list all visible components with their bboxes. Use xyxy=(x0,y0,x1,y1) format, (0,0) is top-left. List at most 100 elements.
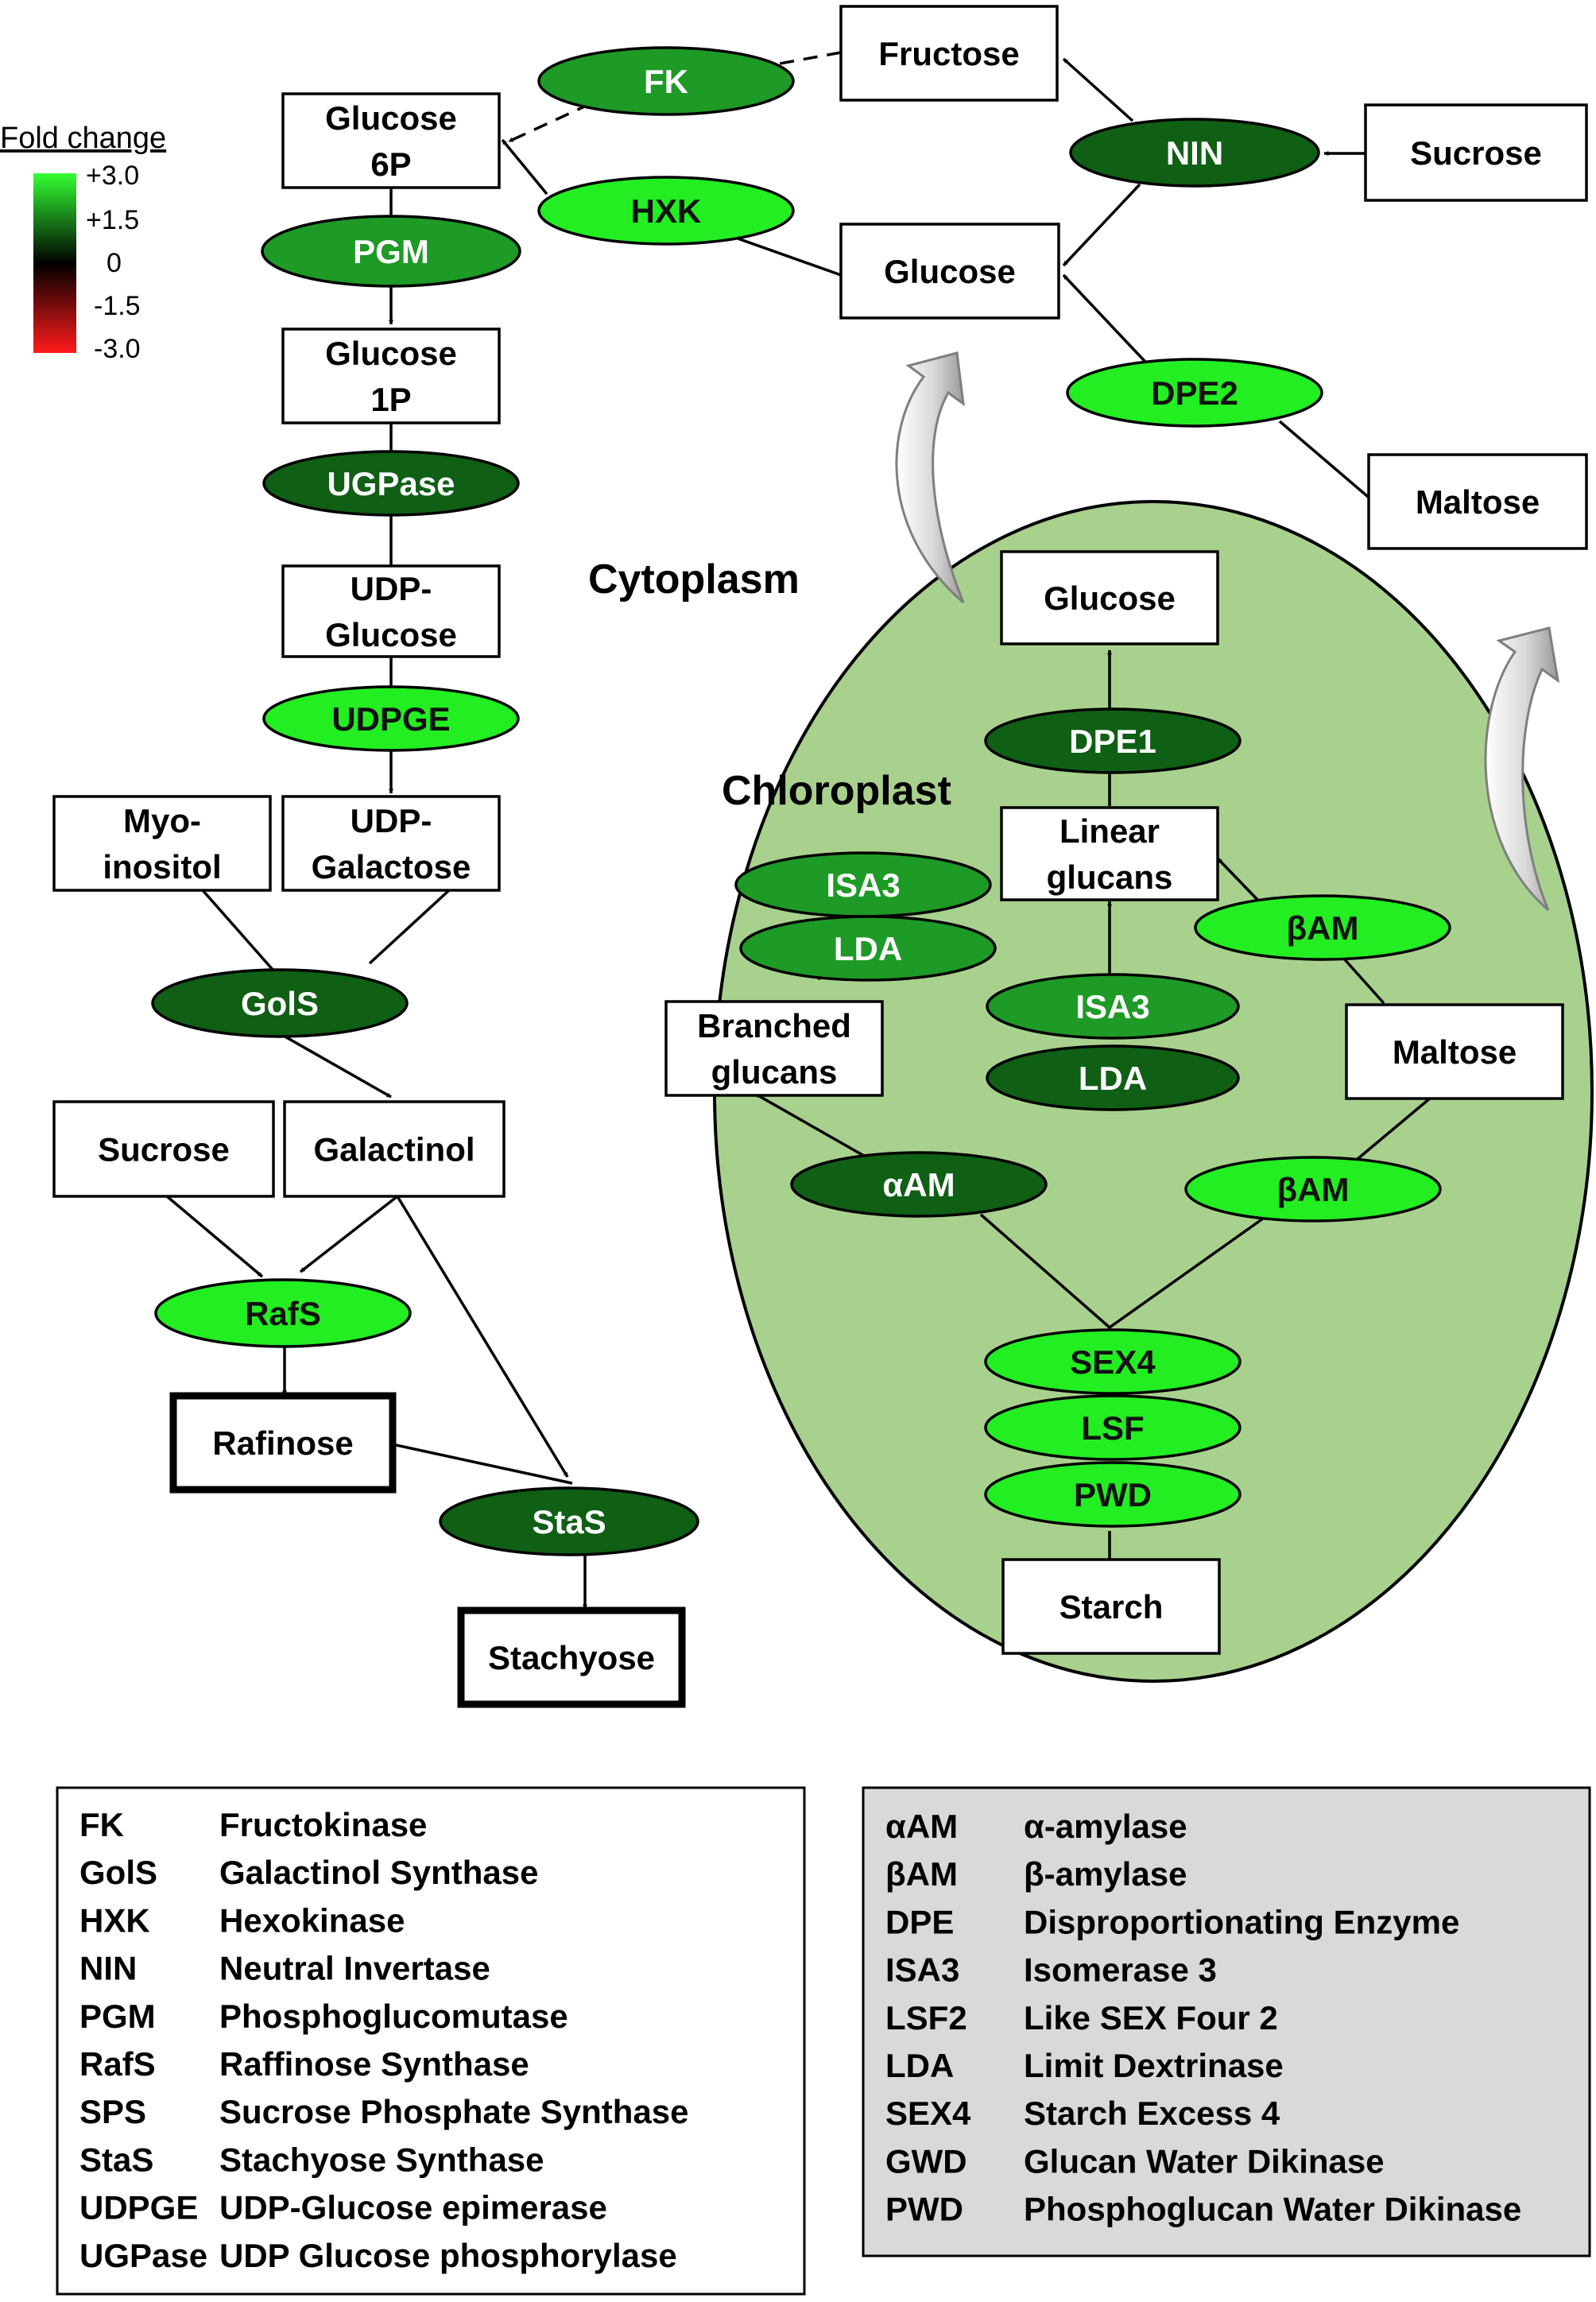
metabolite-label: Glucose xyxy=(325,335,457,372)
enzyme-label: ISA3 xyxy=(1075,988,1149,1025)
enzyme-pwd: PWD xyxy=(984,1461,1242,1528)
metabolite-udp-glucose: UDP-Glucose xyxy=(281,564,501,658)
enzyme-label: UDPGE xyxy=(331,700,450,738)
legend-row: UGPase UDP Glucose phosphorylase xyxy=(79,2237,677,2274)
metabolite-label: Glucose xyxy=(884,253,1016,290)
metabolite-label: Rafinose xyxy=(212,1424,353,1462)
metabolite-maltose-top: Maltose xyxy=(1367,453,1588,550)
metabolite-label: Starch xyxy=(1059,1588,1164,1626)
legend-row: αAM α-amylase xyxy=(885,1808,1187,1845)
legend-abbreviation: LSF2 xyxy=(885,1999,967,2037)
legend-abbreviation: GWD xyxy=(885,2142,967,2180)
enzyme-label: UGPase xyxy=(327,465,455,502)
enzyme-lda-left: LDA xyxy=(739,915,997,982)
enzyme-stas: StaS xyxy=(439,1486,699,1556)
legend-full-name: Stachyose Synthase xyxy=(219,2141,544,2178)
enzyme-rafs: RafS xyxy=(154,1278,412,1348)
metabolite-label: 1P xyxy=(370,381,411,418)
scale-tick: -1.5 xyxy=(94,291,141,321)
metabolite-label: Maltose xyxy=(1416,483,1540,521)
legend-full-name: β-amylase xyxy=(1024,1855,1187,1893)
metabolite-label: 6P xyxy=(370,145,411,183)
legend-full-name: Glucan Water Dikinase xyxy=(1024,2142,1385,2180)
enzyme-label: βAM xyxy=(1287,909,1359,947)
metabolite-sucrose-left: Sucrose xyxy=(52,1100,275,1198)
metabolite-glucose-top: Glucose xyxy=(839,223,1060,320)
enzyme-fk: FK xyxy=(537,46,795,116)
metabolite-branched-glucans: Branched glucans xyxy=(664,1000,884,1097)
enzyme-nodes: FKHXKNINDPE2PGMUGPaseUDPGEGolSRafSStaSDP… xyxy=(151,46,1451,1556)
metabolite-sucrose-top: Sucrose xyxy=(1364,103,1588,202)
legend-abbreviation: FK xyxy=(79,1806,124,1843)
legend-abbreviation: SEX4 xyxy=(885,2095,971,2132)
metabolite-label: Linear xyxy=(1059,812,1160,850)
enzyme-label: DPE1 xyxy=(1069,723,1156,760)
export-arrow-glucose xyxy=(895,351,965,604)
legend-abbreviation: UGPase xyxy=(79,2237,207,2274)
metabolite-label: Galactose xyxy=(312,848,471,886)
legend-full-name: α-amylase xyxy=(1024,1808,1187,1845)
enzyme-label: SEX4 xyxy=(1070,1343,1156,1381)
enzyme-bam-top: βAM xyxy=(1194,894,1451,961)
legend-abbreviation: SPS xyxy=(79,2093,146,2130)
enzyme-label: αAM xyxy=(882,1166,955,1203)
enzyme-ugpase: UGPase xyxy=(262,450,520,517)
scale-tick: +1.5 xyxy=(86,205,139,235)
metabolite-myo-inositol: Myo-inositol xyxy=(52,795,272,892)
enzyme-isa3-center: ISA3 xyxy=(986,973,1240,1040)
enzyme-dpe1: DPE1 xyxy=(984,707,1242,774)
legend-full-name: Disproportionating Enzyme xyxy=(1024,1903,1459,1940)
metabolite-label: Glucose xyxy=(1044,579,1176,617)
enzyme-pgm: PGM xyxy=(261,215,521,288)
legend-full-name: Limit Dextrinase xyxy=(1024,2047,1284,2084)
legend-full-name: UDP Glucose phosphorylase xyxy=(219,2237,677,2274)
metabolite-glucose1p: Glucose 1P xyxy=(281,327,501,424)
metabolite-label: Sucrose xyxy=(1410,134,1542,172)
cytoplasm-label: Cytoplasm xyxy=(588,556,800,603)
enzyme-label: StaS xyxy=(532,1503,606,1540)
metabolite-boxes: FructoseSucroseGlucoseMaltoseGlucose6PGl… xyxy=(52,5,1588,1708)
metabolite-label: UDP- xyxy=(351,802,432,839)
legend-box-right xyxy=(862,1786,1591,2257)
legend-full-name: UDP-Glucose epimerase xyxy=(219,2189,607,2226)
metabolite-label: Myo- xyxy=(123,802,201,839)
legend-abbreviation: αAM xyxy=(885,1808,958,1845)
fold-change-gradient-bar xyxy=(33,173,76,353)
legend-full-name: Like SEX Four 2 xyxy=(1024,1999,1278,2037)
metabolite-label: glucans xyxy=(711,1053,838,1091)
enzyme-label: DPE2 xyxy=(1151,374,1238,412)
scale-tick: 0 xyxy=(107,248,122,278)
legend-abbreviation: UDPGE xyxy=(79,2189,198,2226)
chloroplast-label: Chloroplast xyxy=(722,768,951,814)
legend-row: GWD Glucan Water Dikinase xyxy=(885,2142,1385,2180)
enzyme-label: PGM xyxy=(353,233,429,270)
pathway-lines xyxy=(165,51,1437,1610)
enzyme-lda-center: LDA xyxy=(986,1044,1240,1111)
legend-row: LSF2 Like SEX Four 2 xyxy=(885,1999,1278,2037)
scale-title: Fold change xyxy=(0,122,166,155)
metabolite-label: Branched xyxy=(697,1007,851,1044)
legend-row: UDPGE UDP-Glucose epimerase xyxy=(79,2189,607,2226)
metabolite-galactinol: Galactinol xyxy=(283,1100,506,1198)
legend-full-name: Fructokinase xyxy=(219,1806,427,1843)
metabolite-label: Fructose xyxy=(878,35,1019,72)
metabolite-label: glucans xyxy=(1047,858,1173,896)
metabolite-label: Stachyose xyxy=(488,1639,655,1676)
enzyme-label: LSF xyxy=(1081,1409,1144,1447)
enzyme-label: LDA xyxy=(1079,1060,1147,1097)
metabolite-label: Galactinol xyxy=(313,1131,475,1168)
legend-full-name: Hexokinase xyxy=(219,1901,405,1939)
metabolite-linear-glucans: Linear glucans xyxy=(1000,806,1219,901)
legend-abbreviation: NIN xyxy=(79,1950,137,1987)
metabolite-label: inositol xyxy=(103,848,221,886)
